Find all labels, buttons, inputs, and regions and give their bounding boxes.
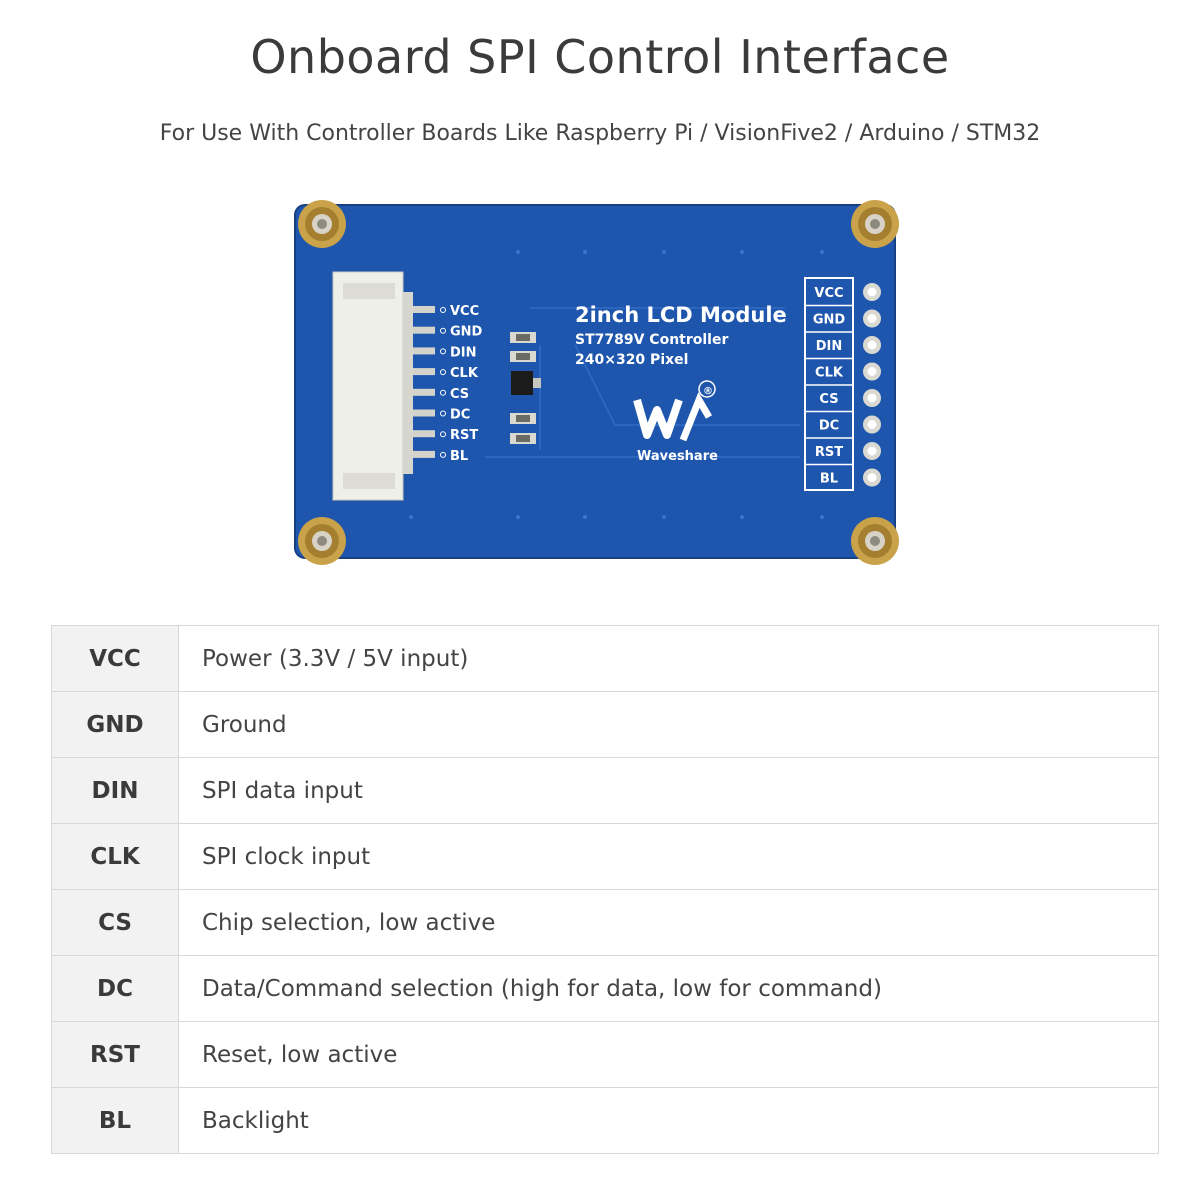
board-pin-label-right: CS [819, 392, 838, 407]
resolution-label: 240×320 Pixel [575, 352, 688, 368]
pin-description-cell: SPI data input [178, 757, 1159, 824]
board-pin-label-left: VCC [450, 304, 479, 319]
pin-marker [440, 431, 446, 438]
connector-pin [413, 347, 435, 355]
registered-mark: ® [703, 386, 713, 397]
connector-pin [413, 388, 435, 396]
board-pin-label-left: CS [450, 387, 469, 402]
brand-label: Waveshare [637, 449, 718, 464]
8-pin-connector [332, 271, 413, 501]
standoff-bottom-left [298, 517, 346, 565]
connector-pin-strip [413, 306, 446, 458]
board-pin-label-right: BL [820, 472, 838, 487]
pin-marker [440, 348, 446, 355]
pin-name-cell: BL [51, 1087, 179, 1154]
board-pin-label-right: CLK [815, 366, 844, 381]
connector-pin [413, 430, 435, 438]
pcb-traces [485, 307, 800, 458]
controller-label: ST7789V Controller [575, 332, 728, 348]
pin-description-cell: Ground [178, 691, 1159, 758]
page-subtitle: For Use With Controller Boards Like Rasp… [159, 121, 1041, 146]
pcb-body [295, 205, 895, 558]
pin-description-cell: Power (3.3V / 5V input) [178, 625, 1159, 692]
board-pin-label-left: DIN [450, 345, 477, 360]
connector-pin [413, 306, 435, 313]
pcb-vias [409, 250, 824, 519]
pin-marker [440, 369, 446, 376]
left-pin-labels: VCC GND DIN CLK CS DC RST BL [450, 304, 483, 464]
header-hole-center [867, 420, 877, 429]
pin-marker [440, 307, 446, 313]
header-hole-center [867, 314, 877, 323]
board-pin-label-left: GND [450, 325, 483, 340]
header-hole-center [867, 367, 877, 376]
right-pin-labels: VCC GND DIN CLK CS DC RST BL [805, 286, 853, 487]
standoff-bottom-right [851, 517, 899, 565]
pin-marker [440, 451, 446, 458]
board-pin-label-left: DC [450, 408, 470, 423]
board-pin-label-left: RST [450, 428, 478, 443]
standoff-top-right [851, 200, 899, 248]
header-hole-center [867, 287, 877, 297]
header-hole-center [867, 446, 877, 456]
pin-description-cell: Reset, low active [178, 1021, 1159, 1088]
connector-pin [413, 326, 435, 334]
right-header-outline [804, 277, 854, 491]
pin-description-cell: Backlight [202, 1107, 309, 1134]
standoff-top-left [298, 200, 346, 248]
header-hole-center [867, 340, 877, 350]
board-pin-label-right: VCC [814, 286, 843, 301]
pin-marker [440, 410, 446, 417]
right-header-holes [863, 283, 881, 487]
pin-name-cell: RST [51, 1021, 179, 1088]
lcd-module-board-image: VCC GND DIN CLK CS DC RST BL 2inch LCD Module S… [285, 195, 910, 570]
pin-name-cell: GND [51, 691, 179, 758]
pin-name-cell: VCC [51, 625, 179, 692]
table-row: BL Backlight [51, 1087, 1159, 1154]
pin-name-cell: DIN [51, 757, 179, 824]
connector-pin [413, 409, 435, 417]
module-title: 2inch LCD Module [575, 303, 787, 327]
pin-name-cell: CS [51, 889, 179, 956]
pin-name-cell: CLK [51, 823, 179, 890]
connector-pin [413, 368, 435, 376]
pin-name-cell: DC [51, 955, 179, 1022]
page-title: Onboard SPI Control Interface [250, 30, 950, 84]
board-pin-label-left: BL [450, 449, 468, 464]
board-pin-label-right: DC [819, 419, 839, 434]
header-hole-center [867, 393, 877, 403]
pin-marker [440, 327, 446, 334]
board-pin-label-right: GND [813, 313, 846, 328]
board-pin-label-left: CLK [450, 366, 479, 381]
board-pin-label-right: RST [815, 445, 843, 460]
board-pin-label-right: DIN [816, 339, 843, 354]
waveshare-logo-icon [633, 380, 716, 442]
pin-description-cell: Data/Command selection (high for data, l… [178, 955, 1159, 1022]
header-hole-center [867, 473, 877, 482]
pin-description-cell: SPI clock input [178, 823, 1159, 890]
pin-marker [440, 389, 446, 396]
pin-description-cell: Chip selection, low active [178, 889, 1159, 956]
smd-components [510, 332, 541, 444]
connector-pin [413, 450, 435, 458]
